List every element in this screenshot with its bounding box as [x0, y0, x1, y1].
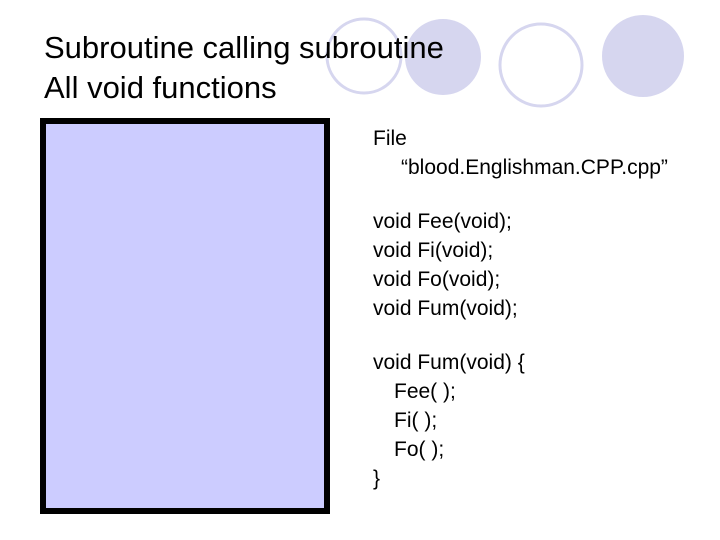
slide-title: Subroutine calling subroutine All void f… — [44, 28, 444, 108]
title-line-1: Subroutine calling subroutine — [44, 30, 444, 65]
blue-panel — [40, 118, 330, 514]
circle-1-outline — [325, 17, 403, 95]
file-name: “blood.Englishman.CPP.cpp” — [401, 156, 668, 179]
code-content: File “blood.Englishman.CPP.cpp” void Fee… — [373, 124, 668, 493]
definition-header: void Fum(void) { — [373, 351, 525, 374]
circle-3-outline — [498, 22, 584, 108]
circle-4-filled — [602, 15, 684, 97]
prototype-fee: void Fee(void); — [373, 210, 512, 233]
call-fo: Fo( ); — [394, 438, 445, 461]
call-fee: Fee( ); — [394, 380, 456, 403]
prototype-fi: void Fi(void); — [373, 239, 494, 262]
circle-2-filled — [405, 19, 481, 95]
prototype-fum: void Fum(void); — [373, 297, 518, 320]
prototype-fo: void Fo(void); — [373, 268, 501, 291]
title-line-2: All void functions — [44, 70, 277, 105]
file-label: File — [373, 127, 407, 150]
definition-close: } — [373, 467, 381, 490]
call-fi: Fi( ); — [394, 409, 438, 432]
